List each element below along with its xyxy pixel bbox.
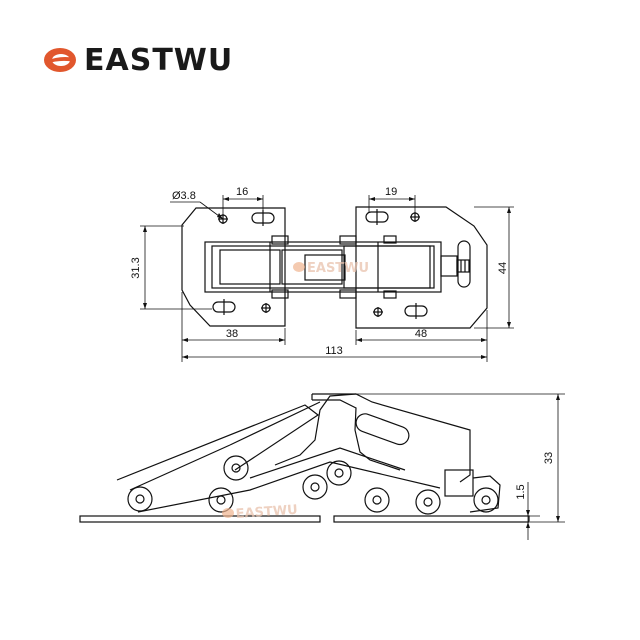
side-view-dimension-lines [356, 393, 565, 540]
dim-total-height: 33 [543, 452, 555, 464]
dim-total-width: 113 [325, 345, 343, 357]
side-view-arrowheads [526, 394, 560, 528]
dim-right-height: 44 [497, 262, 509, 274]
dim-left-width: 38 [226, 328, 238, 340]
top-view-arrowheads [143, 197, 511, 359]
watermark-text: EASTWU [235, 503, 298, 522]
side-view-hinge [79, 393, 530, 523]
top-view-dimension-lines [140, 195, 514, 362]
brand-logo: EASTWU [42, 40, 233, 80]
watermark-text: EASTWU [307, 261, 369, 276]
dim-plate-offset: 1.5 [515, 484, 527, 499]
dim-left-hole-spacing: 16 [236, 186, 248, 198]
dim-hole-diameter: Ø3.8 [172, 190, 196, 202]
dim-left-height: 31.3 [130, 257, 142, 278]
watermark-top: EASTWU [293, 261, 369, 276]
top-view-hinge [181, 206, 488, 329]
brand-swoosh-icon [44, 48, 76, 72]
dim-right-hole-spacing: 19 [385, 186, 397, 198]
watermark-bottom: EASTWU [222, 503, 298, 522]
brand-name: EASTWU [84, 42, 234, 78]
dim-right-width: 48 [415, 328, 427, 340]
